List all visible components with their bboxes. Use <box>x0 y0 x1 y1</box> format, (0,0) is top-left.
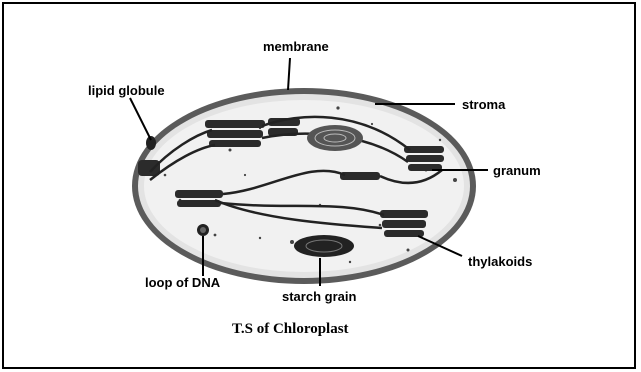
label-granum: granum <box>493 163 541 178</box>
diagram-caption: T.S of Chloroplast <box>232 321 349 337</box>
label-thylakoids: thylakoids <box>468 254 532 269</box>
label-loop-of-dna: loop of DNA <box>145 275 221 290</box>
starch-grain-upper <box>307 125 363 151</box>
label-membrane: membrane <box>263 39 329 54</box>
granum-stack-bottom-right <box>380 210 428 237</box>
label-lipid-globule: lipid globule <box>88 83 165 98</box>
label-stroma: stroma <box>462 97 506 112</box>
granum-stack-top-left <box>205 120 265 147</box>
label-starch-grain: starch grain <box>282 289 356 304</box>
starch-grain-lower <box>294 235 354 257</box>
